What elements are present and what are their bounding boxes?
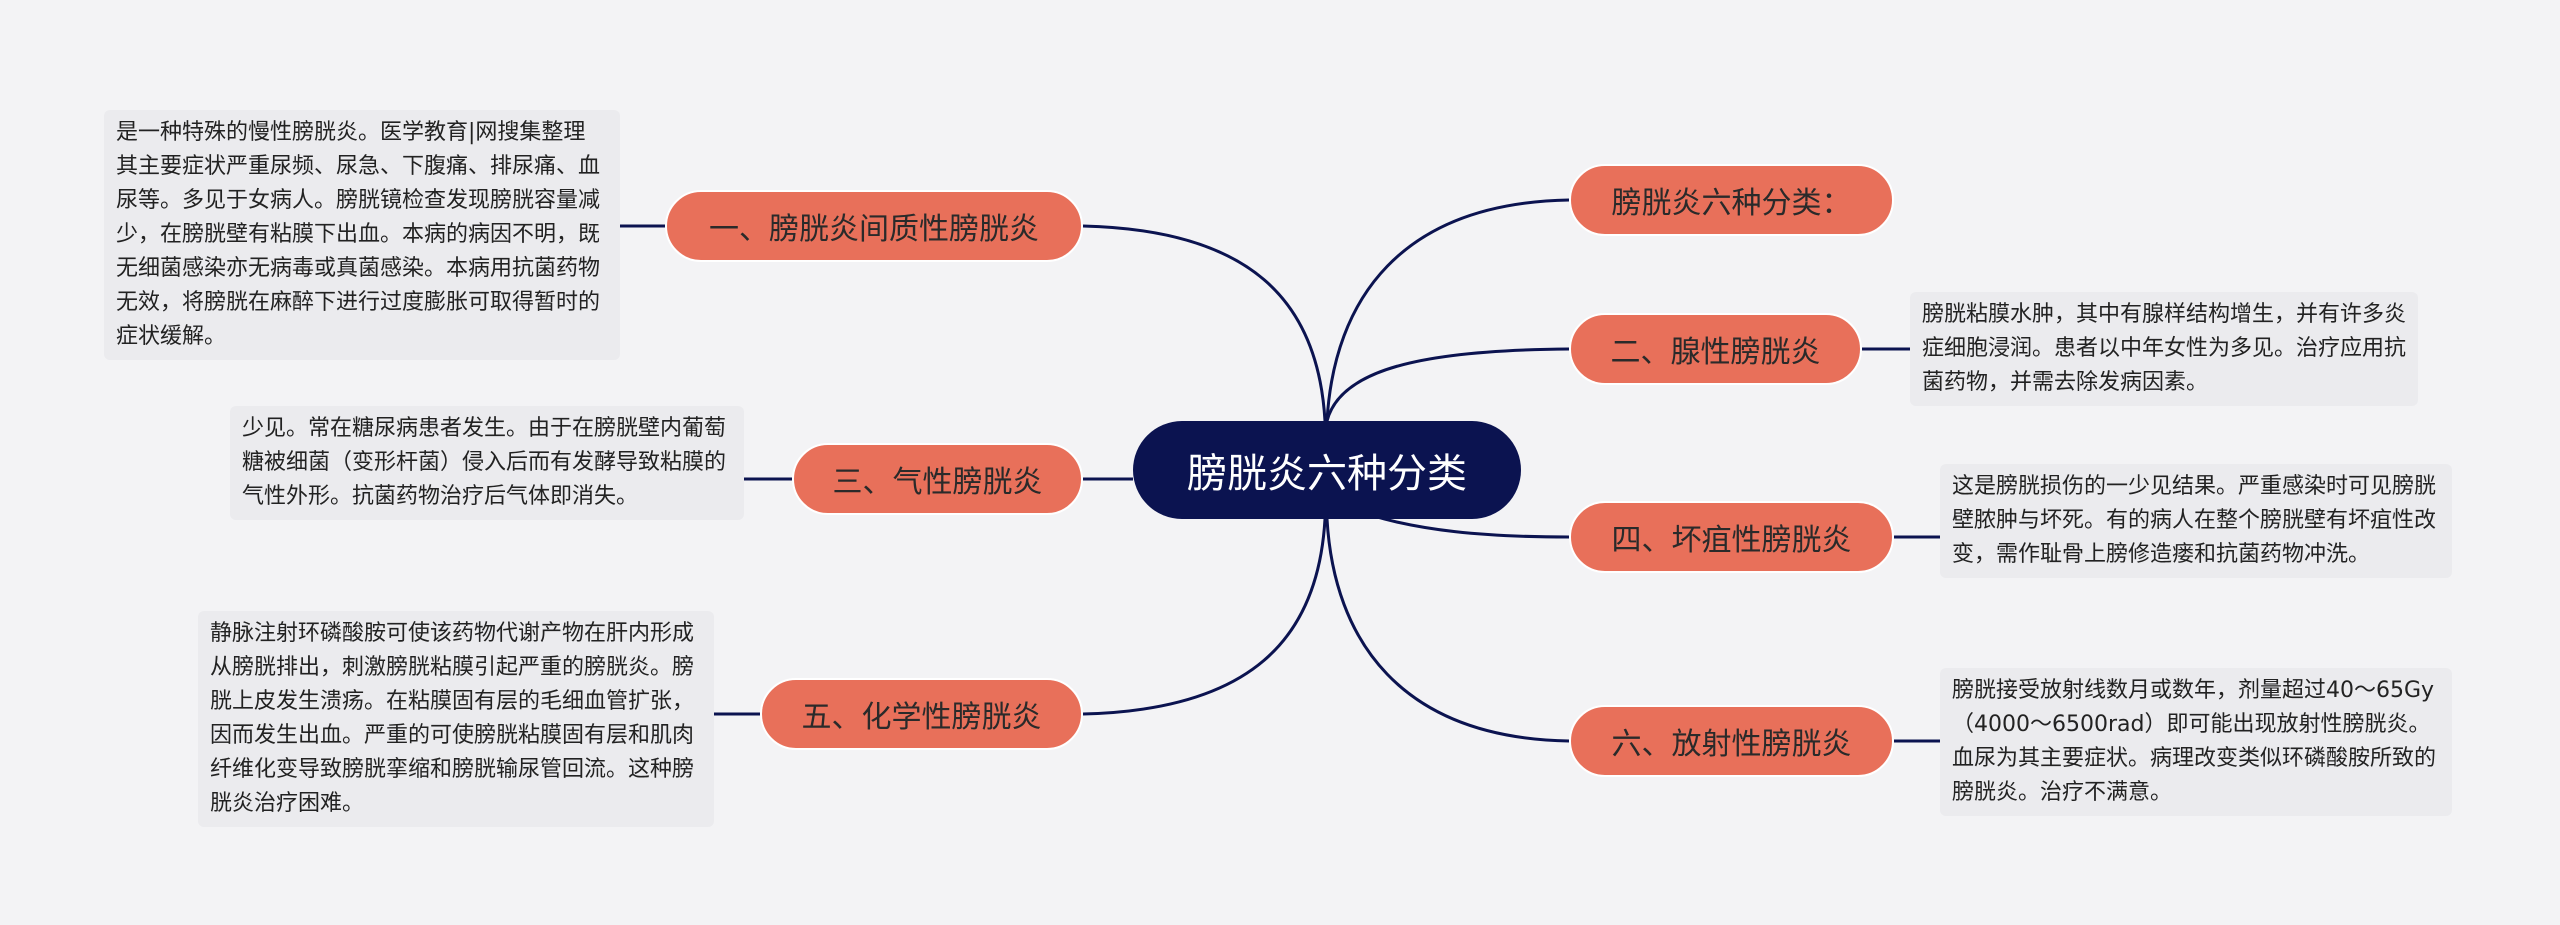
topic-radiation-cystitis[interactable]: 六、放射性膀胱炎 (1569, 705, 1894, 777)
detail-gangrenous-cystitis: 这是膀胱损伤的一少见结果。严重感染时可见膀胱壁脓肿与坏死。有的病人在整个膀胱壁有… (1940, 464, 2452, 578)
detail-glandular-cystitis: 膀胱粘膜水肿，其中有腺样结构增生，并有许多炎症细胞浸润。患者以中年女性为多见。治… (1910, 292, 2418, 406)
topic-six-classifications[interactable]: 膀胱炎六种分类： (1569, 164, 1894, 236)
topic-emphysematous-cystitis[interactable]: 三、气性膀胱炎 (792, 443, 1083, 515)
topic-interstitial-cystitis[interactable]: 一、膀胱炎间质性膀胱炎 (665, 190, 1083, 262)
topic-chemical-cystitis[interactable]: 五、化学性膀胱炎 (760, 678, 1083, 750)
edge-root-t2 (1325, 347, 1570, 422)
detail-interstitial-cystitis: 是一种特殊的慢性膀胱炎。医学教育|网搜集整理 其主要症状严重尿频、尿急、下腹痛、… (104, 110, 620, 360)
edge-root-t5 (1082, 518, 1327, 716)
detail-radiation-cystitis: 膀胱接受放射线数月或数年，剂量超过40～65Gy（4000～6500rad）即可… (1940, 668, 2452, 816)
detail-chemical-cystitis: 静脉注射环磷酸胺可使该药物代谢产物在肝内形成从膀胱排出，刺激膀胱粘膜引起严重的膀… (198, 611, 714, 827)
edge-root-t6 (1325, 518, 1570, 743)
topic-gangrenous-cystitis[interactable]: 四、坏疽性膀胱炎 (1569, 501, 1894, 573)
topic-glandular-cystitis[interactable]: 二、腺性膀胱炎 (1569, 313, 1862, 385)
edge-root-t0 (1325, 198, 1570, 422)
edge-root-t4 (1369, 513, 1570, 539)
edge-root-t1 (1082, 224, 1327, 422)
detail-emphysematous-cystitis: 少见。常在糖尿病患者发生。由于在膀胱壁内葡萄糖被细菌（变形杆菌）侵入后而有发酵导… (230, 406, 744, 520)
central-topic[interactable]: 膀胱炎六种分类 (1133, 421, 1521, 519)
